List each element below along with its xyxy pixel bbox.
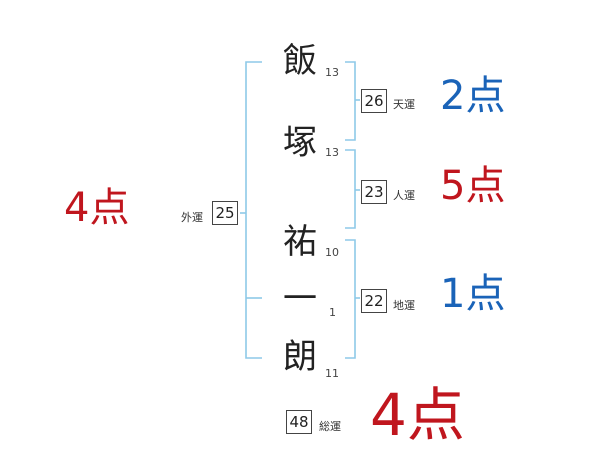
name-char-3: 祐 xyxy=(283,222,317,262)
tenkaku-score: 2点 xyxy=(440,73,506,119)
stroke-count-2: 13 xyxy=(325,146,339,159)
tenkaku-box: 26 xyxy=(361,89,387,113)
stroke-count-3: 10 xyxy=(325,246,339,259)
name-char-5: 朗 xyxy=(283,337,317,377)
stroke-count-5: 11 xyxy=(325,367,339,380)
soukaku-box: 48 xyxy=(286,410,312,434)
jinkaku-box: 23 xyxy=(361,180,387,204)
jinkaku-score: 5点 xyxy=(440,163,506,209)
name-char-2: 塚 xyxy=(283,123,317,163)
name-char-1: 飯 xyxy=(283,41,317,81)
gaikaku-box: 25 xyxy=(212,201,238,225)
tenkaku-label: 天運 xyxy=(393,98,415,111)
jinkaku-label: 人運 xyxy=(393,189,415,202)
chikaku-label: 地運 xyxy=(393,299,415,312)
stroke-count-4: 1 xyxy=(329,306,336,319)
gaikaku-score: 4点 xyxy=(64,185,130,231)
soukaku-label: 総運 xyxy=(319,420,341,433)
chikaku-score: 1点 xyxy=(440,271,506,317)
stroke-count-1: 13 xyxy=(325,66,339,79)
gaikaku-label: 外運 xyxy=(181,211,203,224)
name-char-4: 一 xyxy=(283,279,317,319)
chikaku-box: 22 xyxy=(361,289,387,313)
soukaku-score: 4点 xyxy=(370,381,465,449)
